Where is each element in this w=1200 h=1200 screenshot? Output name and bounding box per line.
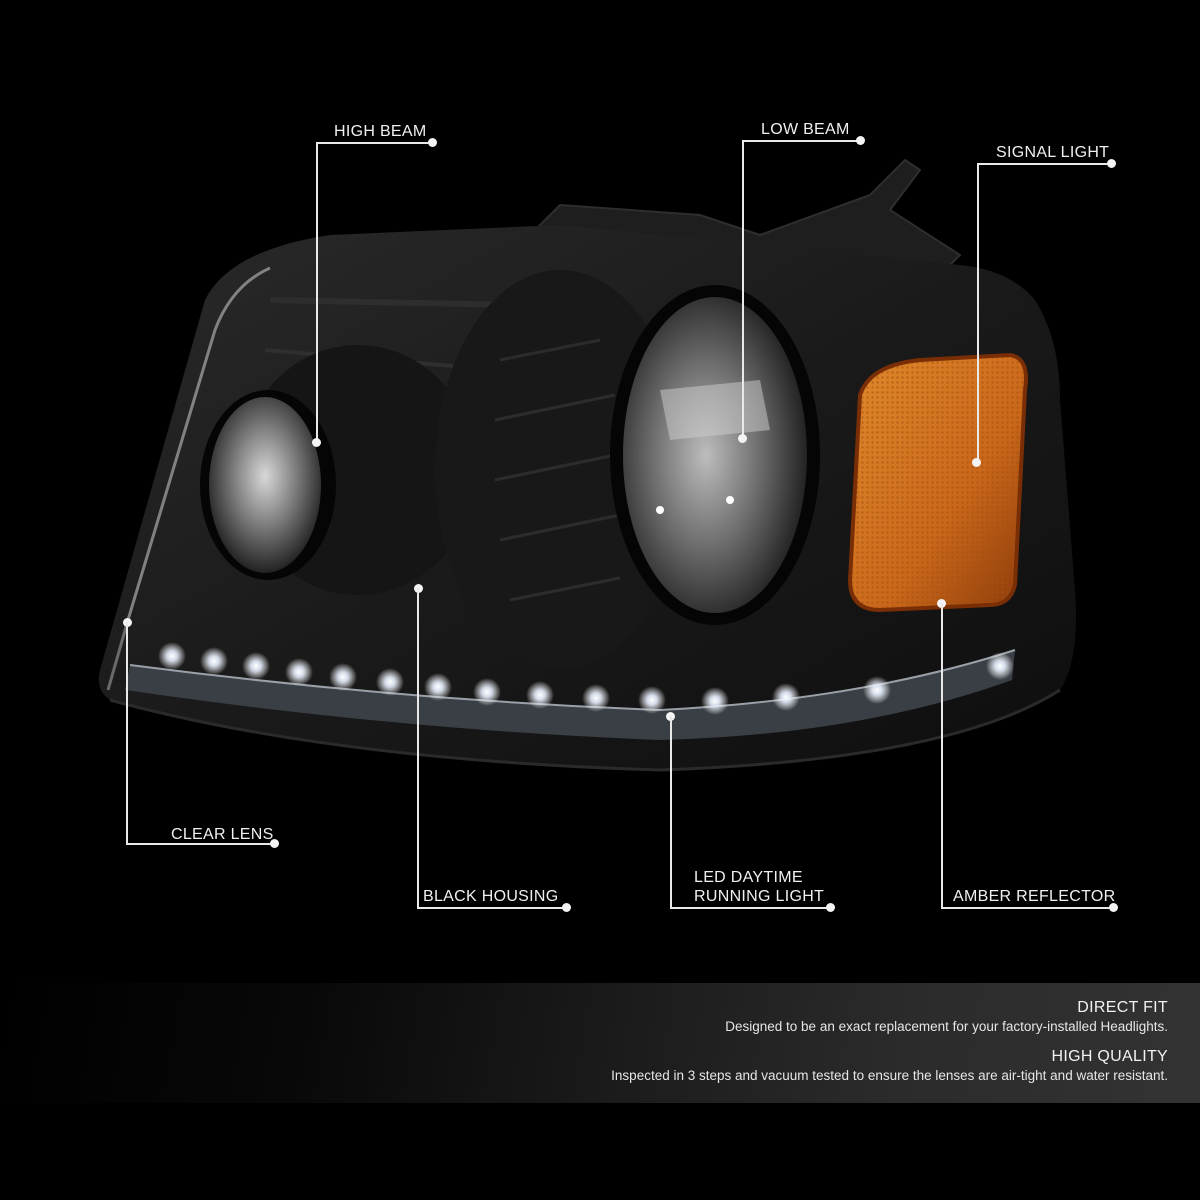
callout-dot (1109, 903, 1118, 912)
anchor-dot (972, 458, 981, 467)
label-led-drl-line1: LED DAYTIME (694, 869, 803, 886)
label-low-beam: LOW BEAM (761, 121, 850, 138)
callout-line (977, 163, 979, 463)
callout-line (670, 716, 672, 908)
callout-line (417, 588, 419, 908)
callout-dot (826, 903, 835, 912)
label-black-housing: BLACK HOUSING (423, 888, 559, 905)
feature-high-quality: HIGH QUALITY Inspected in 3 steps and va… (611, 1047, 1168, 1085)
callout-line (417, 907, 567, 909)
anchor-dot (738, 434, 747, 443)
label-amber-reflector: AMBER REFLECTOR (953, 888, 1116, 905)
feature-title: DIRECT FIT (1077, 999, 1168, 1016)
label-signal-light: SIGNAL LIGHT (996, 144, 1110, 161)
feature-description: Inspected in 3 steps and vacuum tested t… (611, 1068, 1168, 1083)
feature-direct-fit: DIRECT FIT Designed to be an exact repla… (725, 998, 1168, 1036)
callout-dot (562, 903, 571, 912)
callout-line (941, 907, 1113, 909)
label-high-beam: HIGH BEAM (334, 123, 427, 140)
callout-dot (270, 839, 279, 848)
feature-banner: DIRECT FIT Designed to be an exact repla… (0, 983, 1200, 1103)
callout-line (316, 142, 432, 144)
callout-line (742, 140, 860, 142)
callout-line (941, 603, 943, 908)
label-clear-lens: CLEAR LENS (171, 826, 274, 843)
callout-dot (428, 138, 437, 147)
feature-description: Designed to be an exact replacement for … (725, 1019, 1168, 1034)
callout-line (742, 140, 744, 440)
callout-line (126, 843, 274, 845)
callout-dot (1107, 159, 1116, 168)
headlight-product-image (98, 158, 1076, 772)
callout-line (126, 622, 128, 844)
callout-line (977, 163, 1111, 165)
label-led-drl-line2: RUNNING LIGHT (694, 888, 825, 905)
anchor-dot (312, 438, 321, 447)
headlight-illustration (98, 158, 1076, 772)
callout-line (316, 142, 318, 442)
callout-line (670, 907, 830, 909)
callout-dot (856, 136, 865, 145)
feature-title: HIGH QUALITY (1051, 1048, 1168, 1065)
